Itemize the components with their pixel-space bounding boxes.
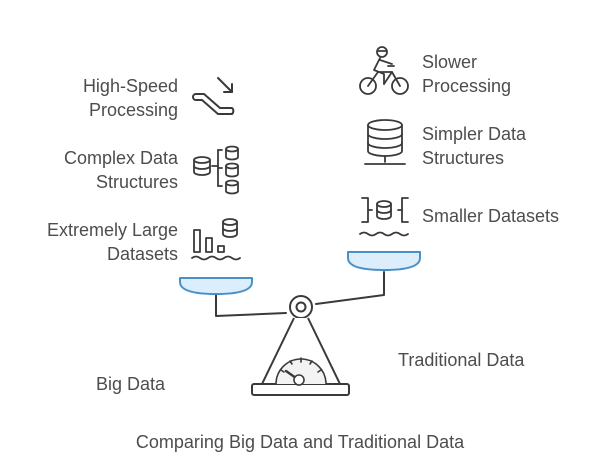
label-line: Structures [95, 172, 178, 192]
escalator-icon [192, 77, 235, 115]
label-line: Simpler Data [422, 124, 527, 144]
bicycle-rider-icon [359, 46, 409, 95]
label-extremely-large-datasets: Extremely Large Datasets [47, 218, 178, 266]
database-icon [364, 119, 406, 165]
complex-database-icon [193, 145, 239, 195]
label-smaller-datasets: Smaller Datasets [422, 204, 559, 228]
right-scale-pan [347, 251, 421, 271]
label-line: Complex Data [63, 148, 178, 168]
label-line: High-Speed [82, 76, 178, 96]
label-line: Structures [422, 148, 505, 168]
label-line: Smaller Datasets [422, 206, 560, 226]
scale-beam [215, 271, 385, 317]
group-label-big-data: Big Data [96, 374, 166, 394]
label-high-speed-processing: High-Speed Processing [83, 74, 178, 122]
left-scale-pan [179, 277, 253, 295]
group-label-traditional-data: Traditional Data [398, 350, 525, 370]
scale-pivot [289, 295, 313, 319]
label-simpler-data-structures: Simpler Data Structures [422, 122, 526, 170]
label-line: Processing [88, 100, 178, 120]
label-line: Datasets [106, 244, 178, 264]
label-line: Processing [422, 76, 512, 96]
diagram-caption: Comparing Big Data and Traditional Data [135, 432, 465, 452]
label-slower-processing: Slower Processing [422, 50, 511, 98]
label-complex-data-structures: Complex Data Structures [64, 146, 178, 194]
gauge-icon [275, 357, 327, 386]
small-dataset-icon [359, 197, 409, 237]
label-line: Slower [422, 52, 478, 72]
large-dataset-icon [191, 218, 241, 261]
label-line: Extremely Large [46, 220, 178, 240]
